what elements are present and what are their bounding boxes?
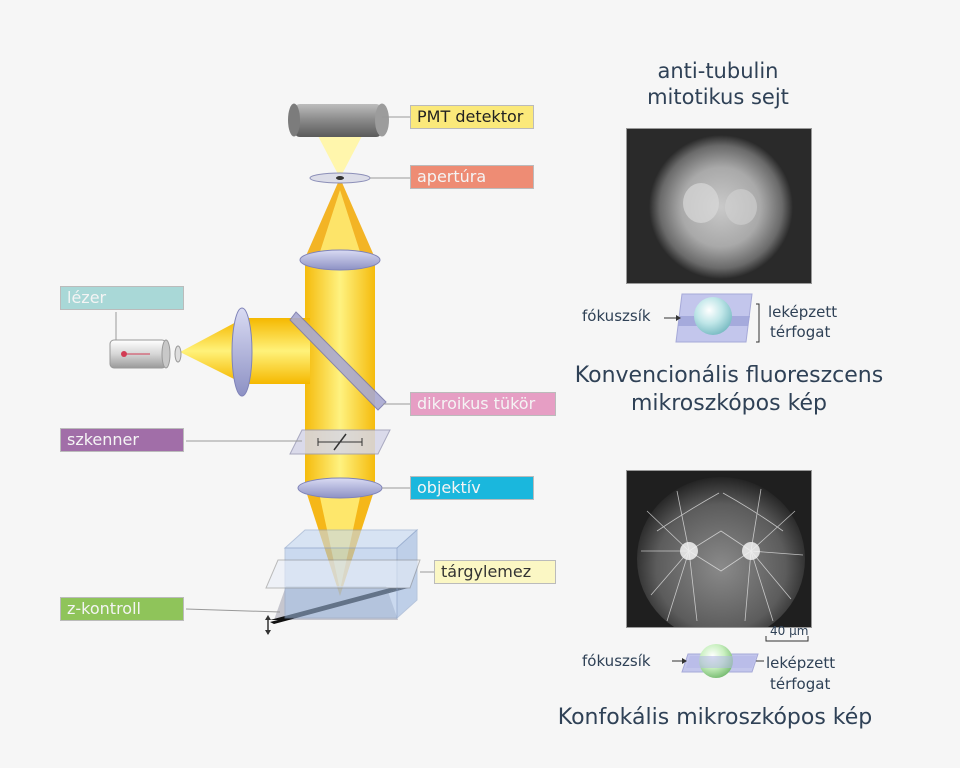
aperture-disk (309, 172, 371, 184)
conventional-caption-1: Konvencionális fluoreszcens (574, 363, 884, 388)
label-objective: objektív (410, 476, 534, 500)
title-line-2: mitotikus sejt (647, 85, 789, 109)
laser-source (109, 339, 182, 369)
confocal-focal-plane-label: fókuszsík (582, 652, 651, 670)
label-slide: tárgylemez (434, 560, 556, 584)
upper-lens (299, 249, 381, 271)
specimen-stage (265, 528, 421, 635)
laser-lens (231, 307, 253, 397)
confocal-caption: Konfokális mikroszkópos kép (557, 705, 873, 730)
conventional-imaged-label-1: leképzett (768, 303, 838, 321)
conventional-focal-plane-label: fókuszsík (582, 307, 651, 325)
scale-bar (765, 636, 809, 642)
dichroic-mirror (289, 311, 387, 411)
objective-lens (297, 477, 383, 499)
conventional-volume-icon (664, 293, 760, 343)
label-aperture: apertúra (410, 165, 534, 189)
confocal-imaged-label-2: térfogat (770, 675, 831, 693)
pmt-cone (318, 136, 362, 178)
laser-beam-cone (180, 320, 240, 382)
scanner-plane (289, 429, 391, 455)
confocal-micrograph (626, 470, 812, 628)
title-line-1: anti-tubulin (657, 59, 779, 83)
scale-bar-label: 40 µm (770, 624, 809, 638)
label-dichroic-mirror: dikroikus tükör (410, 392, 556, 416)
conventional-imaged-label-2: térfogat (770, 323, 831, 341)
confocal-volume-icon (672, 644, 764, 678)
label-pmt-detector: PMT detektor (410, 105, 534, 129)
label-scanner: szkenner (60, 428, 184, 452)
label-laser: lézer (60, 286, 184, 310)
confocal-imaged-label-1: leképzett (766, 654, 836, 672)
pmt-detector (288, 103, 389, 137)
conventional-micrograph (626, 128, 812, 284)
label-z-control: z-kontroll (60, 597, 184, 621)
conventional-caption-2: mikroszkópos kép (630, 391, 828, 416)
